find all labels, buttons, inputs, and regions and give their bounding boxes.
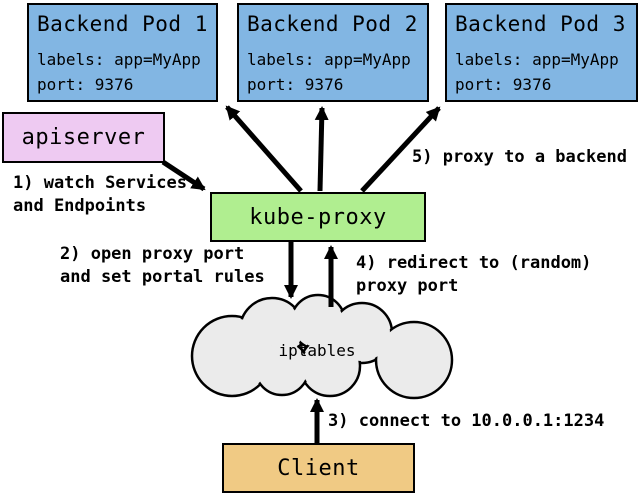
backend-pod-1-labels: labels: app=MyApp	[37, 50, 201, 69]
backend-pod-1-port: port: 9376	[37, 75, 134, 94]
step-4-redirect-label: 4) redirect to (random) proxy port	[356, 253, 592, 296]
backend-pod-1-title: Backend Pod 1	[37, 12, 208, 36]
backend-pod-1-box: Backend Pod 1 labels: app=MyApp port: 93…	[27, 3, 218, 102]
iptables-label: iptables	[278, 341, 356, 360]
client-box: Client	[222, 443, 415, 493]
step-1-watch-services-label: 1) watch Services and Endpoints	[13, 173, 187, 216]
backend-pod-2-box: Backend Pod 2 labels: app=MyApp port: 93…	[237, 3, 429, 102]
step-5-proxy-backend-label: 5) proxy to a backend	[412, 147, 627, 167]
client-label: Client	[277, 455, 360, 481]
step-3-connect-label: 3) connect to 10.0.0.1:1234	[328, 411, 605, 431]
backend-pod-2-title: Backend Pod 2	[247, 12, 418, 36]
backend-pod-3-title: Backend Pod 3	[455, 12, 626, 36]
arrow-apiserver-to-kube-proxy-icon	[161, 159, 206, 192]
backend-pod-3-labels: labels: app=MyApp	[455, 50, 619, 69]
backend-pod-2-labels: labels: app=MyApp	[247, 50, 411, 69]
iptables-cloud-icon	[190, 293, 454, 400]
arrow-kube-proxy-to-pod1-icon	[225, 105, 303, 193]
backend-pod-3-box: Backend Pod 3 labels: app=MyApp port: 93…	[445, 3, 638, 102]
apiserver-box: apiserver	[2, 112, 165, 163]
apiserver-label: apiserver	[21, 125, 146, 150]
step-2-open-proxy-port-label: 2) open proxy port and set portal rules	[60, 244, 265, 287]
arrows	[161, 105, 441, 443]
arrow-kube-proxy-to-pod2-icon	[314, 106, 329, 192]
arrow-kube-proxy-to-pod3-icon	[360, 106, 441, 193]
backend-pod-2-port: port: 9376	[247, 75, 344, 94]
kube-proxy-label: kube-proxy	[249, 204, 387, 230]
backend-pod-3-port: port: 9376	[455, 75, 552, 94]
kube-proxy-box: kube-proxy	[210, 192, 426, 242]
